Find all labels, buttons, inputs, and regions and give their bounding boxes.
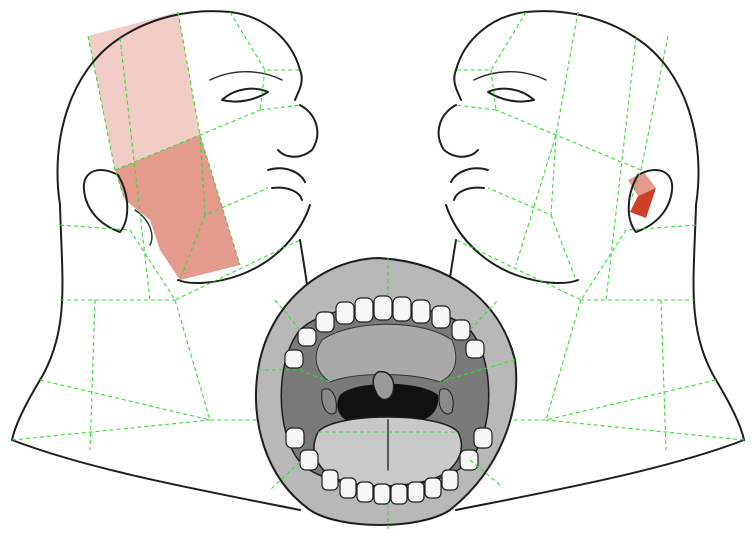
left-neck-back	[12, 205, 62, 440]
left-mouth	[268, 168, 305, 200]
left-nose	[278, 105, 317, 157]
left-ear	[84, 170, 127, 232]
left-forehead-line	[295, 70, 302, 100]
open-mouth	[256, 258, 516, 530]
left-shoulder	[12, 440, 300, 510]
left-brow	[210, 72, 282, 80]
